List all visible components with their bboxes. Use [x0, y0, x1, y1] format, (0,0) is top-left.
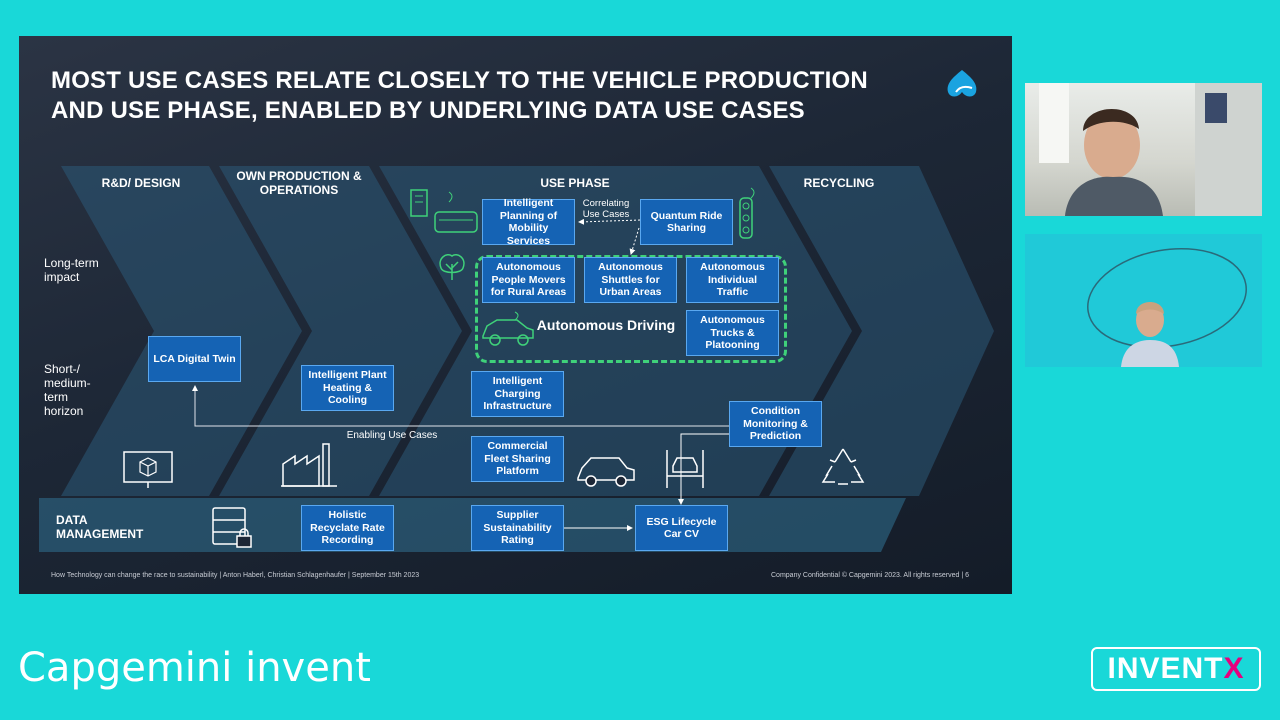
footer-right: Company Confidential © Capgemini 2023. A… [771, 572, 970, 579]
presentation-slide: MOST USE CASES RELATE CLOSELY TO THE VEH… [19, 36, 1012, 594]
connectors [192, 218, 729, 531]
database-lock-icon [212, 507, 252, 548]
label-autonomous-driving: Autonomous Driving [536, 317, 676, 333]
autonomous-group [475, 255, 787, 363]
box-lca-digital-twin[interactable]: LCA Digital Twin [148, 336, 241, 382]
inventx-x: X [1223, 652, 1245, 685]
capgemini-spade-icon [947, 70, 977, 97]
box-shuttles[interactable]: Autonomous Shuttles for Urban Areas [584, 257, 677, 303]
webcam-speaker-1 [1025, 83, 1262, 216]
autonomous-car-icon [482, 311, 534, 346]
box-people-movers[interactable]: Autonomous People Movers for Rural Areas [482, 257, 575, 303]
box-charging-infrastructure[interactable]: Intelligent Charging Infrastructure [471, 371, 564, 417]
box-supplier-rating[interactable]: Supplier Sustainability Rating [471, 505, 564, 551]
inventx-main: INVENT [1107, 652, 1224, 685]
phase-recycling: RECYCLING [803, 176, 875, 190]
capgemini-invent-logo: Capgemini invent [18, 645, 371, 691]
monitor-cube-icon [123, 451, 173, 488]
slide-title: MOST USE CASES RELATE CLOSELY TO THE VEH… [51, 67, 868, 124]
row-long-term: Long-term impact [44, 256, 99, 284]
box-quantum-ride-sharing[interactable]: Quantum Ride Sharing [640, 199, 733, 245]
box-fleet-sharing[interactable]: Commercial Fleet Sharing Platform [471, 436, 564, 482]
box-individual-traffic[interactable]: Autonomous Individual Traffic [686, 257, 779, 303]
car-icon [577, 457, 635, 487]
factory-icon [281, 443, 337, 487]
phase-own-production: OWN PRODUCTION & OPERATIONS [236, 169, 362, 197]
webcam-speaker-2 [1025, 234, 1262, 367]
box-trucks-platooning[interactable]: Autonomous Trucks & Platooning [686, 310, 779, 356]
row-short-term: Short-/ medium-term horizon [44, 362, 91, 418]
row-data-management: DATA MANAGEMENT [56, 513, 144, 541]
footer-left: How Technology can change the race to su… [51, 572, 420, 579]
box-recyclate-recording[interactable]: Holistic Recyclate Rate Recording [301, 505, 394, 551]
tram-icon [410, 189, 478, 233]
note-enabling: Enabling Use Cases [346, 430, 438, 441]
box-esg-lifecycle-cv[interactable]: ESG Lifecycle Car CV [635, 505, 728, 551]
box-condition-monitoring[interactable]: Condition Monitoring & Prediction [729, 401, 822, 447]
note-correlating: Correlating Use Cases [582, 198, 630, 220]
tree-icon [439, 254, 465, 280]
traffic-light-icon [739, 187, 755, 239]
phase-rd-design: R&D/ DESIGN [101, 176, 181, 190]
recycle-icon [821, 448, 865, 485]
phase-use: USE PHASE [540, 176, 610, 190]
box-intelligent-planning[interactable]: Intelligent Planning of Mobility Service… [482, 197, 575, 247]
box-plant-heating[interactable]: Intelligent Plant Heating & Cooling [301, 365, 394, 411]
car-lift-icon [666, 450, 704, 488]
